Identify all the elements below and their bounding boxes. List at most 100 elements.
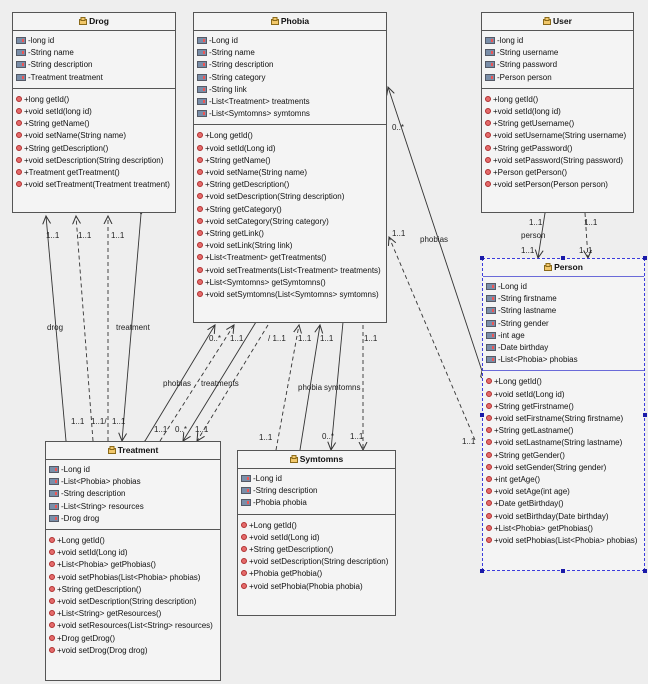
resize-handle-sw[interactable] bbox=[480, 569, 484, 573]
attribute-row[interactable]: -String link bbox=[197, 84, 386, 96]
operation-row[interactable]: +void setSymtomns(List<Symtomns> symtomn… bbox=[197, 289, 386, 301]
operation-row[interactable]: +void setFirstname(String firstname) bbox=[486, 413, 644, 425]
edge-phobias-person-line[interactable] bbox=[388, 87, 482, 371]
attribute-row[interactable]: -List<Phobia> phobias bbox=[486, 354, 644, 366]
class-person[interactable]: Person -Long id-String firstname-String … bbox=[482, 258, 645, 571]
operation-row[interactable]: +String getDescription() bbox=[16, 143, 175, 155]
operation-row[interactable]: +void setPassword(String password) bbox=[485, 155, 633, 167]
operation-row[interactable]: +void setBirthday(Date birthday) bbox=[486, 511, 644, 523]
operation-row[interactable]: +void setId(Long id) bbox=[49, 547, 220, 559]
edge-phobias-person-dashed[interactable] bbox=[389, 237, 476, 441]
class-treatment[interactable]: Treatment -Long id-List<Phobia> phobias-… bbox=[45, 441, 221, 681]
attribute-row[interactable]: -List<String> resources bbox=[49, 501, 220, 513]
edge-treatment-line[interactable] bbox=[122, 214, 141, 441]
attribute-row[interactable]: -Treatment treatment bbox=[16, 72, 175, 84]
attribute-row[interactable]: -List<Phobia> phobias bbox=[49, 476, 220, 488]
operation-row[interactable]: +String getFirstname() bbox=[486, 401, 644, 413]
edge-symtomns-line[interactable] bbox=[331, 322, 343, 450]
operation-row[interactable]: +String getLastname() bbox=[486, 425, 644, 437]
attribute-row[interactable]: -String description bbox=[197, 59, 386, 71]
operation-row[interactable]: +void setTreatment(Treatment treatment) bbox=[16, 179, 175, 191]
attribute-row[interactable]: -Long id bbox=[197, 35, 386, 47]
resize-handle-e[interactable] bbox=[643, 413, 647, 417]
operation-row[interactable]: +void setDrog(Drog drog) bbox=[49, 645, 220, 657]
operation-row[interactable]: +List<Phobia> getPhobias() bbox=[486, 523, 644, 535]
attribute-row[interactable]: -List<Treatment> treatments bbox=[197, 96, 386, 108]
operation-row[interactable]: +void setId(long id) bbox=[485, 106, 633, 118]
operation-row[interactable]: +String getDescription() bbox=[49, 584, 220, 596]
operation-row[interactable]: +long getId() bbox=[485, 94, 633, 106]
operation-row[interactable]: +void setPhobia(Phobia phobia) bbox=[241, 581, 395, 593]
attribute-row[interactable]: -long id bbox=[485, 35, 633, 47]
resize-handle-nw[interactable] bbox=[480, 256, 484, 260]
attribute-row[interactable]: -String password bbox=[485, 59, 633, 71]
operation-row[interactable]: +void setDescription(String description) bbox=[241, 556, 395, 568]
operation-row[interactable]: +void setLastname(String lastname) bbox=[486, 437, 644, 449]
resize-handle-n[interactable] bbox=[561, 256, 565, 260]
edge-person-dashed[interactable] bbox=[585, 212, 588, 258]
operation-row[interactable]: +void setPhobias(List<Phobia> phobias) bbox=[486, 535, 644, 547]
operation-row[interactable]: +Person getPerson() bbox=[485, 167, 633, 179]
operation-row[interactable]: +Long getId() bbox=[49, 535, 220, 547]
operation-row[interactable]: +String getDescription() bbox=[197, 179, 386, 191]
attribute-row[interactable]: -long id bbox=[16, 35, 175, 47]
edge-phobia-line[interactable] bbox=[299, 325, 320, 451]
attribute-row[interactable]: -String firstname bbox=[486, 293, 644, 305]
operation-row[interactable]: +void setDescription(String description) bbox=[197, 191, 386, 203]
resize-handle-s[interactable] bbox=[561, 569, 565, 573]
operation-row[interactable]: +void setId(Long id) bbox=[197, 143, 386, 155]
edge-drog-dashed[interactable] bbox=[76, 216, 94, 442]
attribute-row[interactable]: -Phobia phobia bbox=[241, 497, 395, 509]
attribute-row[interactable]: -Long id bbox=[241, 473, 395, 485]
operation-row[interactable]: +Phobia getPhobia() bbox=[241, 568, 395, 580]
operation-row[interactable]: +void setId(long id) bbox=[16, 106, 175, 118]
operation-row[interactable]: +void setPhobias(List<Phobia> phobias) bbox=[49, 572, 220, 584]
operation-row[interactable]: +int getAge() bbox=[486, 474, 644, 486]
edge-treatments-dashed[interactable] bbox=[197, 324, 269, 441]
operation-row[interactable]: +String getUsername() bbox=[485, 118, 633, 130]
operation-row[interactable]: +List<String> getResources() bbox=[49, 608, 220, 620]
attribute-row[interactable]: -String name bbox=[16, 47, 175, 59]
attribute-row[interactable]: -String description bbox=[16, 59, 175, 71]
operation-row[interactable]: +void setLink(String link) bbox=[197, 240, 386, 252]
operation-row[interactable]: +void setGender(String gender) bbox=[486, 462, 644, 474]
operation-row[interactable]: +String getDescription() bbox=[241, 544, 395, 556]
attribute-row[interactable]: -String description bbox=[49, 488, 220, 500]
class-drog[interactable]: Drog -long id-String name-String descrip… bbox=[12, 12, 176, 213]
operation-row[interactable]: +String getName() bbox=[197, 155, 386, 167]
operation-row[interactable]: +String getGender() bbox=[486, 450, 644, 462]
class-symtomns[interactable]: Symtomns -Long id-String description-Pho… bbox=[237, 450, 396, 616]
operation-row[interactable]: +Long getId() bbox=[486, 376, 644, 388]
attribute-row[interactable]: -String lastname bbox=[486, 305, 644, 317]
class-user[interactable]: User -long id-String username-String pas… bbox=[481, 12, 634, 213]
operation-row[interactable]: +List<Symtomns> getSymtomns() bbox=[197, 277, 386, 289]
attribute-row[interactable]: -String category bbox=[197, 72, 386, 84]
operation-row[interactable]: +void setTreatments(List<Treatment> trea… bbox=[197, 265, 386, 277]
operation-row[interactable]: +void setName(String name) bbox=[197, 167, 386, 179]
attribute-row[interactable]: -String gender bbox=[486, 318, 644, 330]
operation-row[interactable]: +void setPerson(Person person) bbox=[485, 179, 633, 191]
operation-row[interactable]: +void setAge(int age) bbox=[486, 486, 644, 498]
operation-row[interactable]: +void setId(Long id) bbox=[486, 389, 644, 401]
attribute-row[interactable]: -Person person bbox=[485, 72, 633, 84]
class-phobia[interactable]: Phobia -Long id-String name-String descr… bbox=[193, 12, 387, 323]
operation-row[interactable]: +Treatment getTreatment() bbox=[16, 167, 175, 179]
operation-row[interactable]: +Long getId() bbox=[197, 130, 386, 142]
operation-row[interactable]: +void setName(String name) bbox=[16, 130, 175, 142]
edge-symtomns-dashed-a[interactable] bbox=[275, 325, 299, 451]
attribute-row[interactable]: -String name bbox=[197, 47, 386, 59]
edge-person-line[interactable] bbox=[538, 213, 545, 258]
operation-row[interactable]: +String getLink() bbox=[197, 228, 386, 240]
resize-handle-ne[interactable] bbox=[643, 256, 647, 260]
operation-row[interactable]: +void setCategory(String category) bbox=[197, 216, 386, 228]
operation-row[interactable]: +void setId(Long id) bbox=[241, 532, 395, 544]
operation-row[interactable]: +String getCategory() bbox=[197, 204, 386, 216]
operation-row[interactable]: +void setResources(List<String> resource… bbox=[49, 620, 220, 632]
operation-row[interactable]: +void setUsername(String username) bbox=[485, 130, 633, 142]
attribute-row[interactable]: -Drog drog bbox=[49, 513, 220, 525]
resize-handle-w[interactable] bbox=[480, 413, 484, 417]
attribute-row[interactable]: -Long id bbox=[486, 281, 644, 293]
operation-row[interactable]: +void setDescription(String description) bbox=[16, 155, 175, 167]
attribute-row[interactable]: -Long id bbox=[49, 464, 220, 476]
operation-row[interactable]: +Drog getDrog() bbox=[49, 633, 220, 645]
